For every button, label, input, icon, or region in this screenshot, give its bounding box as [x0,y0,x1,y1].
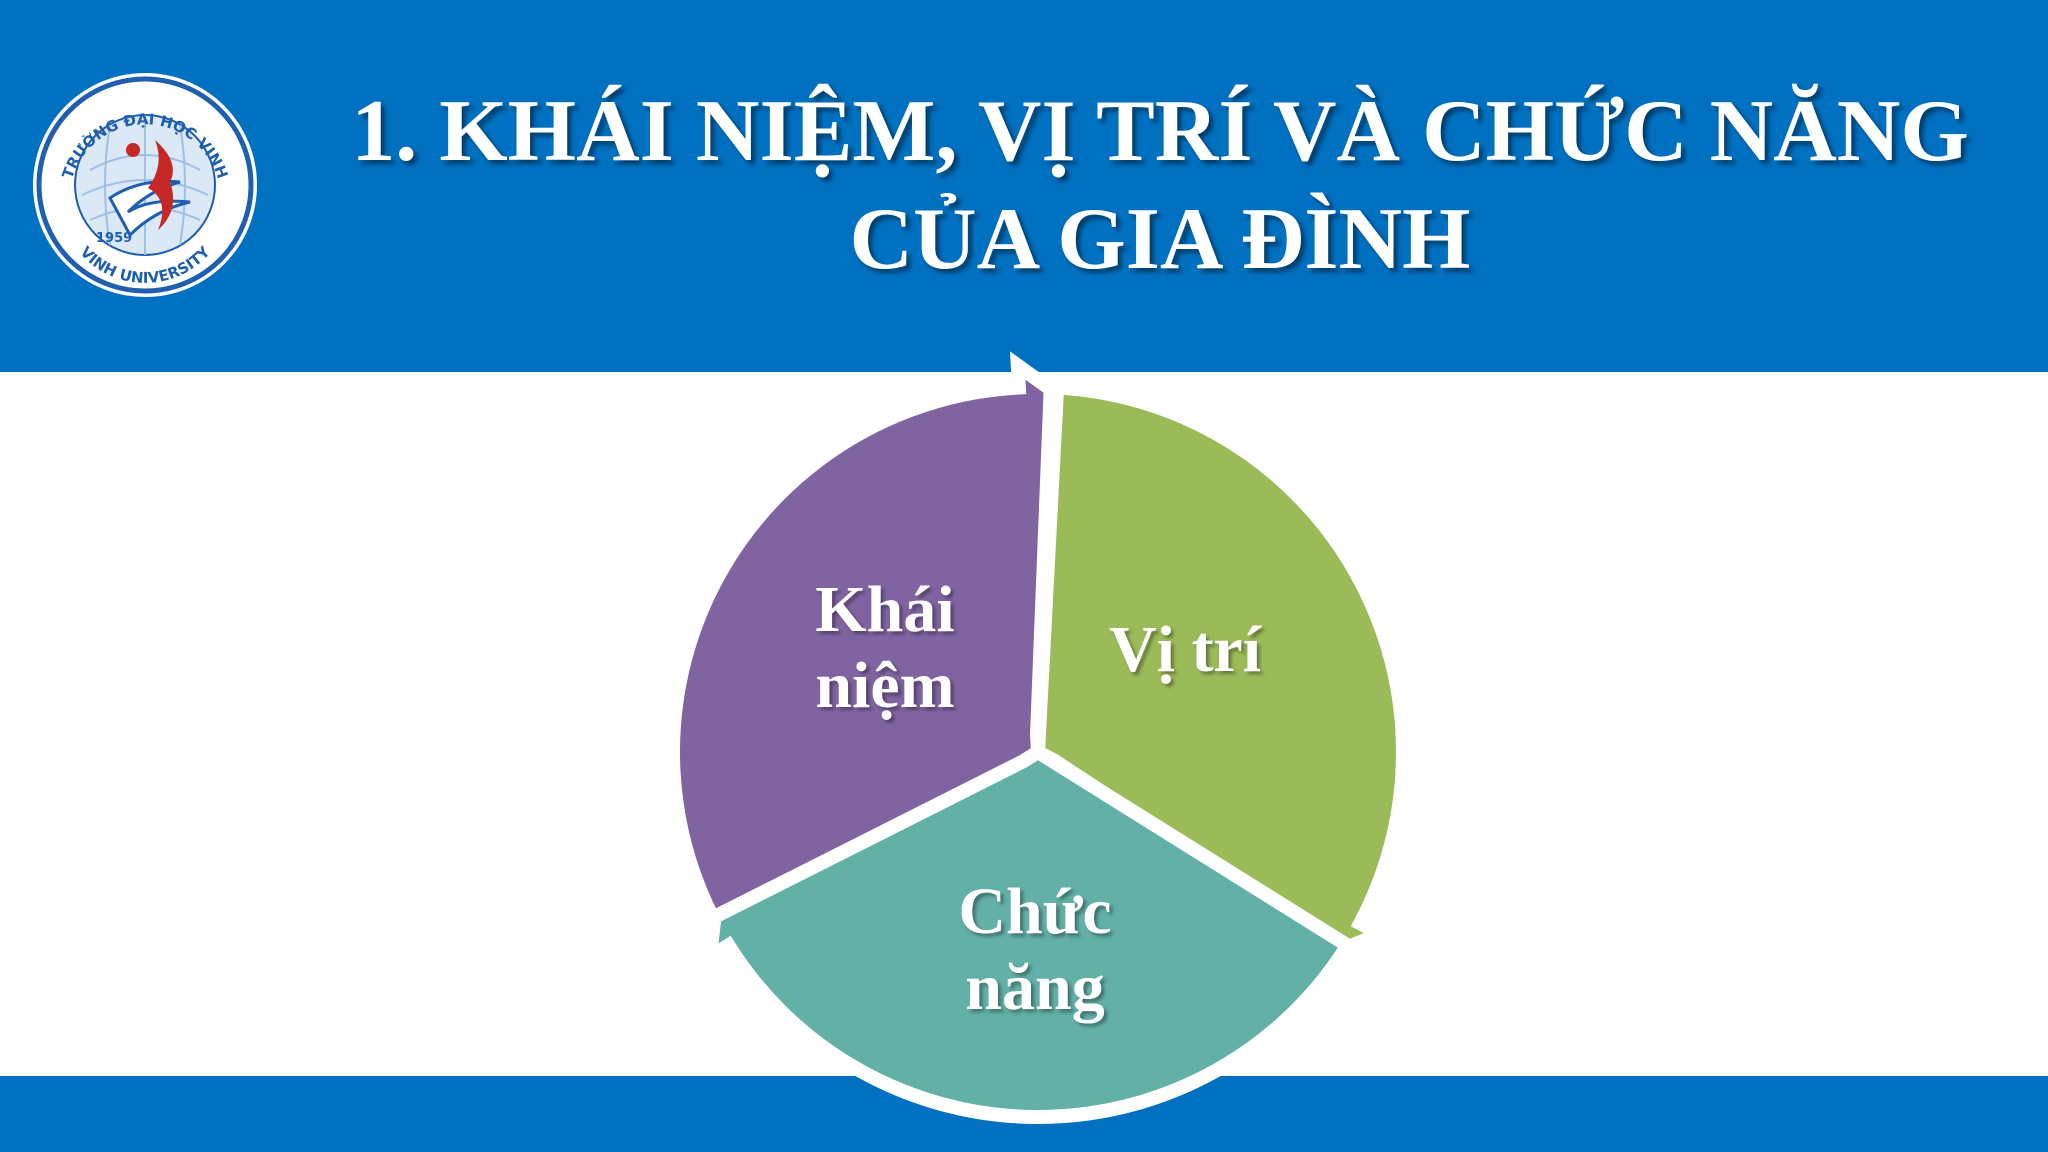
segment-label-vi-tri: Vị trí [1108,613,1262,686]
slide-title: 1. KHÁI NIỆM, VỊ TRÍ VÀ CHỨC NĂNG CỦA GI… [300,78,2020,294]
slide-title-line-2: CỦA GIA ĐÌNH [849,191,1471,288]
header-band [0,0,2048,372]
segment-chuc-nang [701,743,1358,1124]
segment-label-khai-niem: Khái niệm [815,573,955,722]
svg-text:1959: 1959 [96,231,132,246]
slide-title-line-1: 1. KHÁI NIỆM, VỊ TRÍ VÀ CHỨC NĂNG [351,83,1969,180]
university-logo: 1959 TRƯỜNG ĐẠI HỌC VINH VINH UNIVERSITY [30,70,260,300]
vinh-university-seal-icon: 1959 TRƯỜNG ĐẠI HỌC VINH VINH UNIVERSITY [33,73,257,297]
segment-label-chuc-nang: Chức năng [958,875,1112,1024]
